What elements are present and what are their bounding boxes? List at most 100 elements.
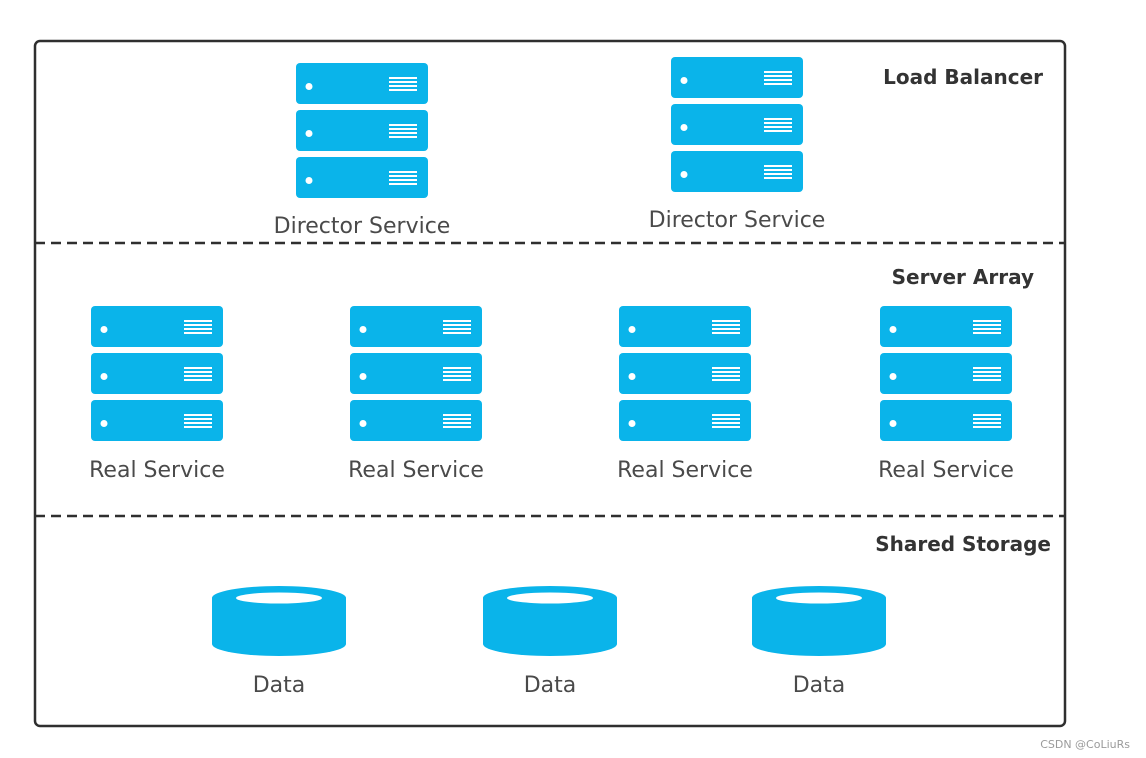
vent-line bbox=[443, 379, 471, 381]
server-unit bbox=[619, 400, 751, 441]
vent-line bbox=[389, 89, 417, 91]
vent-line bbox=[712, 418, 740, 420]
status-light bbox=[680, 124, 688, 131]
node-label: Real Service bbox=[89, 458, 225, 483]
vent-line bbox=[764, 177, 792, 179]
vent-line bbox=[443, 332, 471, 334]
database-top-highlight bbox=[236, 592, 322, 604]
vent-line bbox=[443, 367, 471, 369]
vent-line bbox=[764, 130, 792, 132]
vent-line bbox=[443, 371, 471, 373]
status-light bbox=[628, 420, 636, 427]
vent-line bbox=[184, 418, 212, 420]
vent-line bbox=[184, 379, 212, 381]
vent-line bbox=[764, 126, 792, 128]
vent-line bbox=[443, 418, 471, 420]
status-light bbox=[889, 420, 897, 427]
watermark: CSDN @CoLiuRs bbox=[1040, 738, 1130, 751]
server-unit bbox=[880, 353, 1012, 394]
server-unit bbox=[671, 151, 803, 192]
vent-line bbox=[443, 320, 471, 322]
vent-line bbox=[712, 375, 740, 377]
node-label: Real Service bbox=[348, 458, 484, 483]
director-service-node-1: Director Service bbox=[274, 63, 450, 239]
vent-line bbox=[712, 422, 740, 424]
vent-line bbox=[973, 379, 1001, 381]
server-stack-icon bbox=[880, 306, 1012, 441]
vent-line bbox=[389, 128, 417, 130]
tier-title-shared-storage: Shared Storage bbox=[875, 532, 1051, 556]
vent-line bbox=[184, 422, 212, 424]
server-unit bbox=[350, 306, 482, 347]
diagram-frame bbox=[33, 39, 1067, 728]
vent-line bbox=[389, 124, 417, 126]
vent-line bbox=[764, 75, 792, 77]
vent-line bbox=[389, 136, 417, 138]
vent-line bbox=[443, 328, 471, 330]
node-label: Data bbox=[793, 673, 846, 698]
vent-line bbox=[389, 81, 417, 83]
vent-line bbox=[389, 183, 417, 185]
status-light bbox=[100, 420, 108, 427]
vent-line bbox=[184, 320, 212, 322]
server-unit bbox=[671, 104, 803, 145]
vent-line bbox=[973, 328, 1001, 330]
status-light bbox=[359, 373, 367, 380]
vent-line bbox=[712, 324, 740, 326]
vent-line bbox=[443, 414, 471, 416]
node-label: Data bbox=[524, 673, 577, 698]
vent-line bbox=[389, 132, 417, 134]
director-service-node-2: Director Service bbox=[649, 57, 826, 233]
vent-line bbox=[184, 426, 212, 428]
server-unit bbox=[619, 353, 751, 394]
vent-line bbox=[764, 173, 792, 175]
vent-line bbox=[973, 324, 1001, 326]
vent-line bbox=[764, 118, 792, 120]
vent-line bbox=[712, 371, 740, 373]
server-unit bbox=[350, 400, 482, 441]
vent-line bbox=[712, 367, 740, 369]
database-icon bbox=[212, 586, 346, 656]
server-unit bbox=[296, 63, 428, 104]
status-light bbox=[889, 326, 897, 333]
vent-line bbox=[389, 85, 417, 87]
server-unit bbox=[296, 157, 428, 198]
vent-line bbox=[389, 179, 417, 181]
database-body bbox=[483, 586, 617, 656]
vent-line bbox=[184, 414, 212, 416]
vent-line bbox=[184, 332, 212, 334]
node-label: Director Service bbox=[649, 208, 826, 233]
data-node-2: Data bbox=[483, 586, 617, 698]
vent-line bbox=[184, 328, 212, 330]
database-body bbox=[212, 586, 346, 656]
vent-line bbox=[764, 71, 792, 73]
vent-line bbox=[973, 367, 1001, 369]
server-unit bbox=[880, 306, 1012, 347]
vent-line bbox=[712, 414, 740, 416]
status-light bbox=[305, 83, 313, 90]
vent-line bbox=[973, 320, 1001, 322]
server-stack-icon bbox=[671, 57, 803, 192]
vent-line bbox=[184, 371, 212, 373]
status-light bbox=[680, 77, 688, 84]
status-light bbox=[359, 326, 367, 333]
status-light bbox=[680, 171, 688, 178]
real-service-node-3: Real Service bbox=[617, 306, 753, 483]
server-unit bbox=[880, 400, 1012, 441]
database-icon bbox=[752, 586, 886, 656]
vent-line bbox=[443, 324, 471, 326]
status-light bbox=[305, 130, 313, 137]
database-icon bbox=[483, 586, 617, 656]
database-top-highlight bbox=[776, 592, 862, 604]
vent-line bbox=[443, 426, 471, 428]
status-light bbox=[359, 420, 367, 427]
vent-line bbox=[764, 165, 792, 167]
server-unit bbox=[91, 353, 223, 394]
server-stack-icon bbox=[619, 306, 751, 441]
vent-line bbox=[712, 332, 740, 334]
vent-line bbox=[712, 379, 740, 381]
vent-line bbox=[184, 367, 212, 369]
real-service-node-1: Real Service bbox=[89, 306, 225, 483]
vent-line bbox=[973, 332, 1001, 334]
vent-line bbox=[764, 83, 792, 85]
